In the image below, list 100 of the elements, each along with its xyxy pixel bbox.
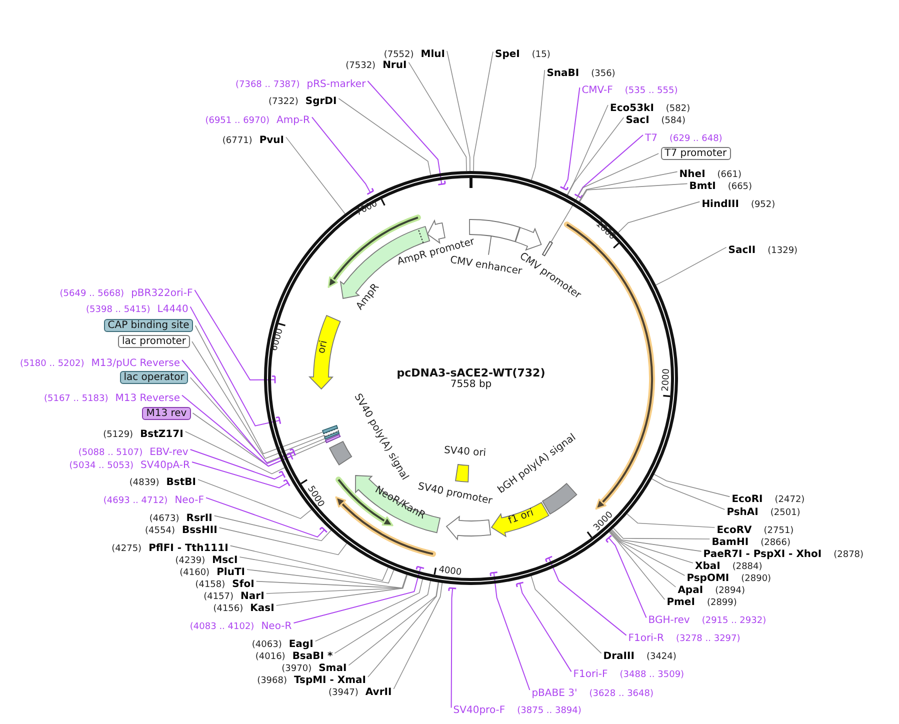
leader-line — [448, 587, 457, 708]
enzyme-name: HindIII — [702, 199, 739, 210]
cut-position: (952) — [750, 200, 776, 210]
leader-line — [530, 576, 602, 654]
primer-name: L4440 — [157, 304, 188, 316]
primer-name: Neo-R — [261, 620, 292, 632]
primer-name: pRS-marker — [306, 78, 366, 90]
cut-position: (2884) — [732, 562, 762, 572]
cut-position: (4275) — [112, 544, 142, 554]
primer-name: F1ori-R — [628, 632, 664, 644]
primer-name: F1ori-F — [573, 669, 608, 680]
enzyme-name: PaeR7I - PspXI - XhoI — [703, 548, 822, 560]
leader-line — [626, 514, 716, 528]
cut-position: (2878) — [834, 550, 864, 560]
leader-line — [610, 530, 694, 564]
leader-line — [286, 136, 346, 214]
primer-range: (5180 .. 5202) — [20, 358, 84, 368]
enzyme-name: SfoI — [232, 578, 254, 590]
leader-line — [218, 527, 348, 556]
primer-name: Amp-R — [276, 114, 310, 126]
leader-line — [246, 569, 407, 588]
enzyme-name: SmaI — [318, 662, 347, 674]
cut-position: (5129) — [103, 430, 134, 440]
leader-line — [192, 341, 324, 459]
leader-line — [256, 574, 408, 589]
leader-line — [312, 116, 374, 195]
leader-line — [566, 104, 608, 196]
leader-line — [610, 531, 676, 588]
cut-position: (15) — [532, 50, 550, 60]
primer-name: T7 — [645, 132, 658, 144]
cut-position: (2751) — [764, 526, 794, 536]
leader-line — [605, 534, 647, 618]
leader-line — [550, 153, 659, 242]
leader-line — [192, 462, 290, 488]
leader-line — [182, 394, 294, 467]
primer-name: SV40pro-F — [453, 705, 506, 716]
feature-label: SV40 ori — [444, 446, 486, 460]
enzyme-name: BssHII — [182, 525, 218, 536]
leader-line — [198, 479, 312, 520]
leader-line — [608, 532, 666, 600]
cut-position: (584) — [661, 116, 686, 126]
leader-line — [367, 80, 446, 186]
plasmid-size: 7558 bp — [450, 380, 492, 390]
leader-line — [612, 529, 702, 552]
enzyme-name: EagI — [288, 638, 314, 650]
enzyme-name: PflFI - Tth111I — [148, 543, 228, 554]
leader-line — [368, 582, 440, 678]
leader-line — [618, 201, 700, 233]
cut-position: (3970) — [282, 664, 312, 674]
leader-line — [651, 478, 726, 510]
enzyme-name: RsrII — [186, 513, 212, 524]
enzyme-name: SacII — [728, 244, 756, 256]
primer-range: (629 .. 648) — [669, 134, 722, 144]
cut-position: (4160) — [180, 568, 210, 578]
cut-position: (2866) — [760, 538, 791, 548]
cut-position: (2890) — [741, 574, 772, 584]
primer-name: SV40pA-R — [140, 460, 190, 470]
primer-range: (535 .. 555) — [624, 86, 678, 96]
leader-line — [194, 325, 323, 454]
leader-line — [334, 580, 431, 654]
primer-name: BGH-rev — [648, 615, 690, 626]
enzyme-name: BstZ17I — [140, 429, 184, 440]
cut-position: (1329) — [768, 246, 798, 256]
cut-position: (4554) — [145, 526, 175, 536]
cut-position: (661) — [717, 170, 742, 180]
cut-position: (4156) — [213, 604, 244, 614]
scale-number: 6000 — [270, 327, 286, 353]
leader-line — [348, 582, 439, 666]
leader-line — [656, 246, 727, 286]
leader-line — [613, 528, 710, 540]
cut-position: (3968) — [257, 676, 287, 686]
cut-position: (4157) — [204, 592, 234, 602]
cut-position: (4016) — [255, 652, 286, 662]
primer-name: pBR322ori-F — [131, 288, 193, 298]
enzyme-name: PshAI — [726, 507, 758, 518]
leader-line — [516, 582, 572, 672]
leader-line — [574, 134, 644, 198]
primer-range: (5167 .. 5183) — [44, 394, 108, 404]
leader-line — [560, 87, 580, 191]
leader-line — [473, 51, 494, 172]
feature-label: ori — [316, 340, 330, 354]
cut-position: (665) — [728, 182, 752, 192]
leader-line — [578, 171, 678, 202]
primer-range: (5088 .. 5107) — [78, 448, 143, 458]
enzyme-name: ApaI — [678, 584, 704, 596]
primer-range: (2915 .. 2932) — [702, 616, 766, 626]
enzyme-name: AvrII — [365, 686, 392, 698]
enzyme-name: BstBI — [166, 477, 196, 488]
enzyme-name: MluI — [420, 48, 445, 60]
primer-range: (3488 .. 3509) — [620, 670, 684, 680]
primer-range: (5649 .. 5668) — [60, 288, 124, 298]
primer-range: (4083 .. 4102) — [190, 622, 254, 632]
leader-line — [446, 50, 470, 172]
cut-position: (3424) — [646, 652, 676, 662]
cut-position: (7322) — [268, 97, 298, 107]
primer-name: EBV-rev — [150, 447, 188, 458]
primer-range: (3278 .. 3297) — [676, 634, 740, 644]
feature-tag: T7 promoter — [660, 147, 731, 160]
leader-line — [276, 574, 408, 606]
enzyme-name: NarI — [240, 591, 264, 602]
